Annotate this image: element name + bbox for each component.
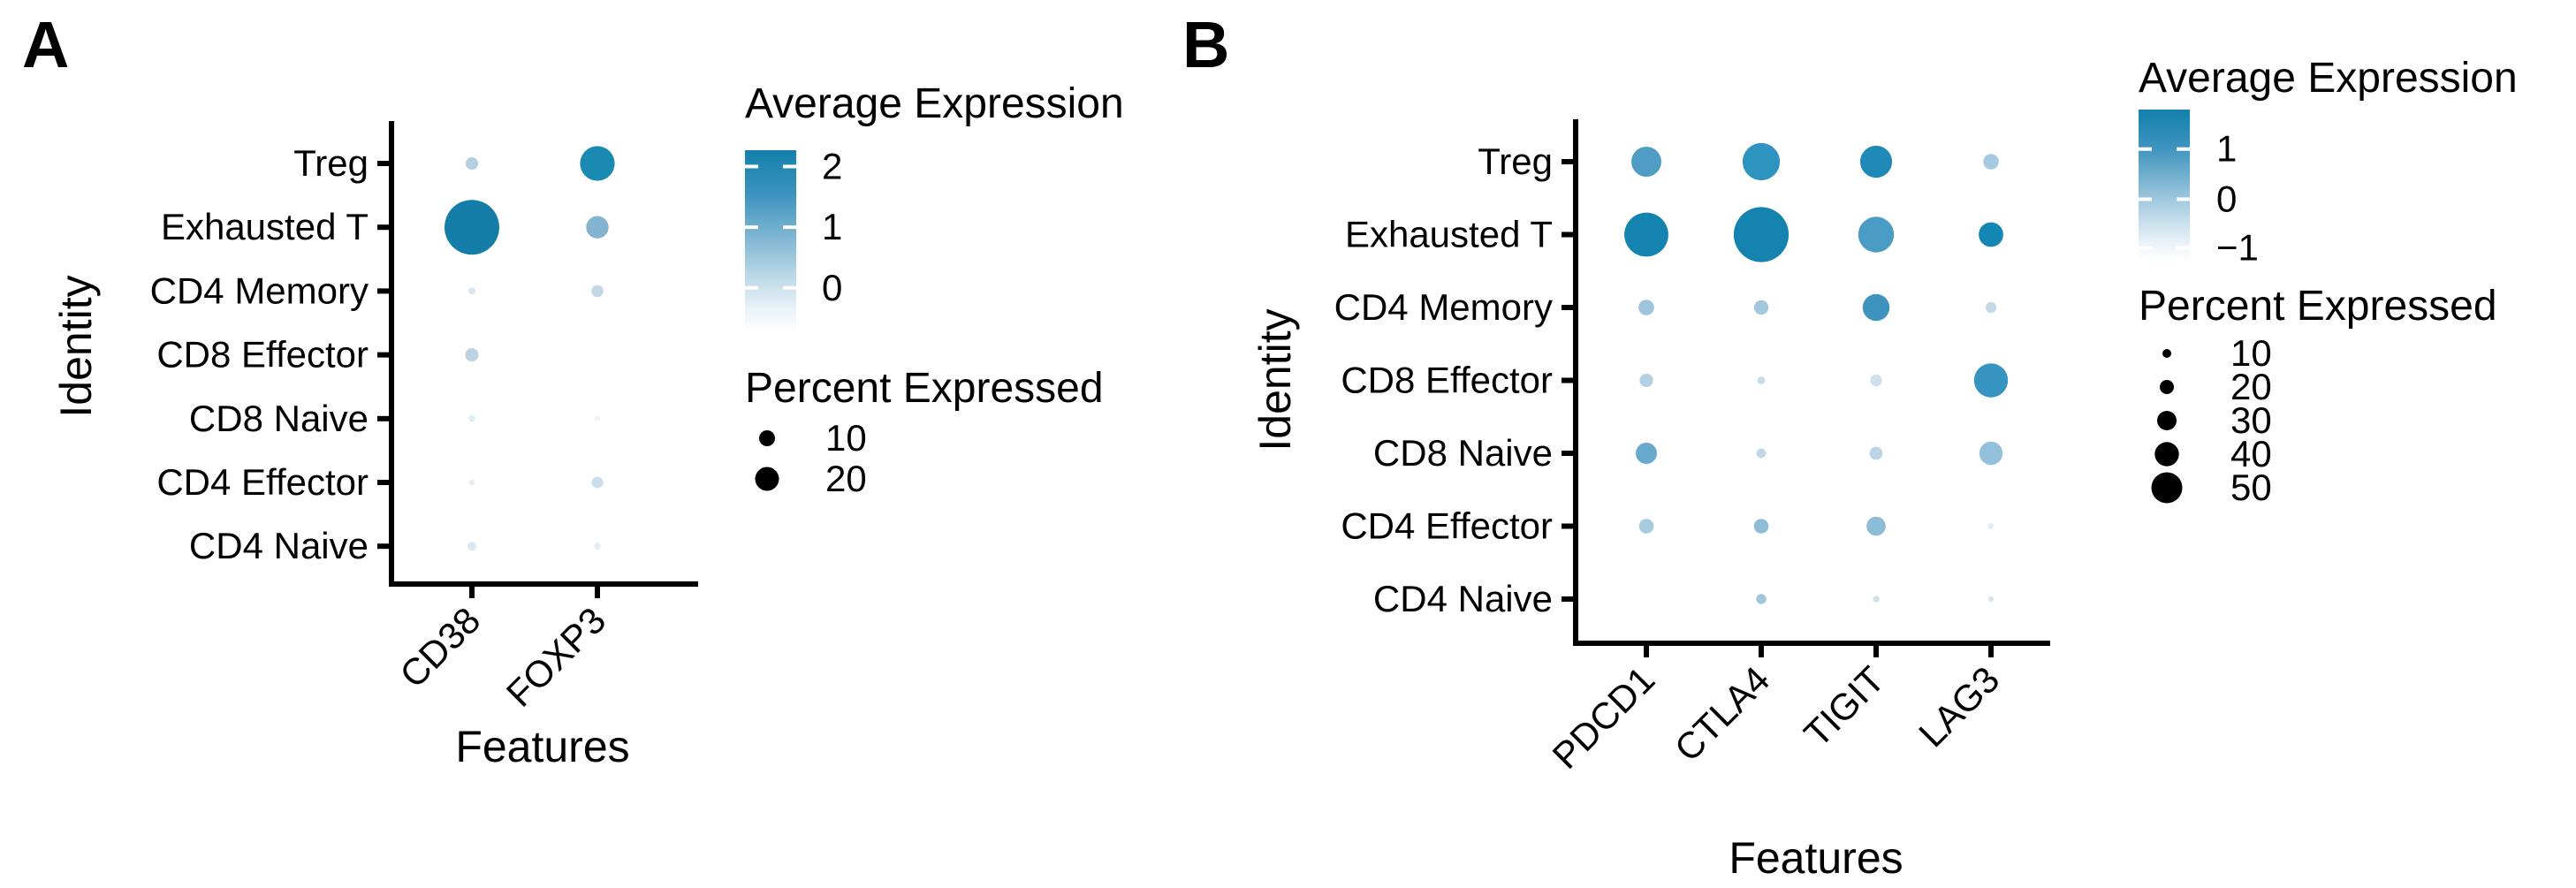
panel-b-dot-LAG3-CD8-Naive [1979, 441, 2003, 466]
panel-a-dot-CD38-CD4-Effector [468, 479, 475, 486]
panel-b-y-tick-label: Exhausted T [1345, 214, 1553, 255]
panel-b-dot-LAG3-CD4-Memory [1985, 301, 1997, 314]
panel-b-dot-CTLA4-Treg [1742, 142, 1781, 181]
panel-a-colorbar-tick-label: 2 [822, 145, 842, 186]
panel-b-dot-CTLA4-CD8-Naive [1756, 448, 1767, 459]
panel-b-x-tick-label: LAG3 [1911, 658, 2007, 755]
panel-b-size-legend-label: 40 [2230, 433, 2272, 474]
panel-a-dot-FOXP3-Exhausted-T [586, 216, 609, 239]
panel-b-size-legend-dot-10 [2162, 349, 2171, 358]
panel-b-y-axis-title: Identity [1250, 308, 1300, 451]
panel-b-dot-TIGIT-CD4-Memory [1862, 293, 1890, 322]
panel-b-dot-LAG3-Treg [1983, 154, 1999, 170]
panel-b-size-legend-label: 10 [2230, 332, 2272, 374]
panel-b-y-tick-label: CD4 Naive [1373, 578, 1553, 619]
panel-b-dot-TIGIT-CD8-Naive [1869, 446, 1883, 460]
panel-a-x-tick-label: CD38 [391, 599, 488, 695]
panel-b-dot-CTLA4-CD4-Effector [1753, 519, 1769, 534]
panel-b-size-legend-label: 50 [2230, 467, 2272, 508]
panel-b-label: B [1182, 8, 1230, 81]
panel-b-dot-LAG3-Exhausted-T [1979, 222, 2003, 247]
panel-a-size-legend-label: 10 [825, 417, 867, 459]
panel-a-y-tick-label: CD4 Effector [156, 461, 369, 503]
panel-b-y-tick-label: CD8 Naive [1373, 432, 1553, 474]
panel-b-x-tick-label: PDCD1 [1544, 658, 1662, 777]
panel-a-x-tick-label: FOXP3 [498, 599, 614, 715]
panel-a-size-legend-title: Percent Expressed [745, 365, 1104, 412]
panel-b-dot-LAG3-CD4-Effector [1987, 523, 1995, 529]
panel-b-axes [1573, 119, 2050, 646]
panel-b-dot-TIGIT-CD4-Naive [1873, 596, 1880, 603]
panel-b-dot-PDCD1-Treg [1631, 147, 1661, 177]
panel-a-dot-FOXP3-CD8-Naive [594, 415, 601, 421]
panel-b-dot-LAG3-CD8-Effector [1973, 363, 2009, 398]
panel-b-colorbar-tick-label: 0 [2216, 178, 2237, 219]
panel-b-dot-CTLA4-Exhausted-T [1733, 207, 1790, 262]
panel-b-dot-PDCD1-CD8-Naive [1636, 443, 1657, 464]
panel-a-y-tick-label: Treg [293, 142, 369, 184]
panel-b-color-legend-title: Average Expression [2139, 55, 2518, 102]
panel-b-y-tick-label: CD4 Effector [1341, 505, 1553, 547]
panel-b-dot-CTLA4-CD8-Effector [1757, 376, 1766, 384]
panel-a-colorbar [745, 150, 796, 331]
panel-b-size-legend-label: 20 [2230, 366, 2272, 407]
panel-a-y-tick-label: CD4 Naive [189, 525, 369, 566]
panel-a-size-legend-dot-10 [759, 430, 775, 446]
panel-a-dot-FOXP3-CD4-Effector [591, 476, 604, 489]
panel-b-size-legend-dot-20 [2160, 380, 2174, 394]
panel-a-axes [389, 121, 698, 587]
panel-b-size-legend-dot-50 [2151, 472, 2183, 504]
panel-b-dot-PDCD1-CD8-Effector [1639, 373, 1653, 388]
panel-b-x-tick-label: TIGIT [1796, 658, 1892, 755]
panel-b-dot-CTLA4-CD4-Memory [1753, 300, 1769, 315]
panel-b-size-legend-dot-40 [2154, 442, 2179, 467]
panel-a-y-tick-label: CD4 Memory [150, 269, 369, 311]
panel-a-colorbar-tick-label: 0 [822, 267, 842, 308]
panel-b-dot-CTLA4-CD4-Naive [1756, 594, 1767, 604]
panel-b-y-tick-label: CD8 Effector [1341, 360, 1553, 401]
panel-a-dot-CD38-CD4-Memory [468, 287, 475, 295]
panel-b-dot-LAG3-CD4-Naive [1987, 596, 1995, 603]
panel-a-dot-FOXP3-CD4-Naive [594, 543, 601, 550]
panel-a-y-axis-title: Identity [51, 275, 101, 417]
panel-a-dot-FOXP3-Treg [580, 146, 615, 181]
panel-b-dot-PDCD1-CD4-Effector [1638, 519, 1654, 534]
panel-a-y-tick-label: CD8 Effector [156, 334, 369, 376]
panel-b-size-legend-title: Percent Expressed [2139, 283, 2497, 330]
panel-a-dot-CD38-CD4-Naive [467, 542, 476, 551]
panel-b-y-tick-label: Treg [1478, 140, 1553, 182]
panel-a-dot-FOXP3-CD4-Memory [591, 285, 604, 298]
panel-a-size-legend-dot-20 [755, 467, 779, 491]
panel-b-x-axis-title: Features [1729, 833, 1903, 883]
panel-b-y-tick-label: CD4 Memory [1334, 286, 1553, 328]
panel-a-x-axis-title: Features [455, 722, 629, 771]
panel-a-color-legend-title: Average Expression [745, 80, 1124, 127]
panel-b-size-legend-label: 30 [2230, 399, 2272, 441]
panel-a-label: A [22, 8, 70, 81]
panel-a-colorbar-tick-label: 1 [822, 206, 842, 247]
panel-b-colorbar [2139, 110, 2190, 262]
panel-b-colorbar-tick-label: −1 [2216, 227, 2259, 269]
panel-b-dot-TIGIT-Exhausted-T [1858, 216, 1895, 253]
panel-a-dot-CD38-Treg [465, 156, 479, 171]
panel-a-y-tick-label: Exhausted T [161, 206, 369, 247]
panel-b-dot-PDCD1-Exhausted-T [1624, 212, 1668, 257]
panel-b-dot-TIGIT-CD4-Effector [1866, 516, 1886, 536]
panel-a-y-tick-label: CD8 Naive [189, 398, 369, 439]
panel-b-dot-TIGIT-CD8-Effector [1870, 374, 1882, 387]
panel-b-dot-PDCD1-CD4-Memory [1638, 300, 1654, 315]
panel-a-dot-CD38-CD8-Naive [468, 414, 475, 422]
panel-a-dot-CD38-CD8-Effector [465, 348, 479, 362]
panel-b-x-tick-label: CTLA4 [1667, 658, 1778, 770]
panel-a-size-legend-label: 20 [825, 458, 867, 499]
panel-b-size-legend-dot-30 [2157, 411, 2177, 430]
panel-b-colorbar-tick-label: 1 [2216, 128, 2237, 170]
panel-a-dot-CD38-Exhausted-T [445, 200, 499, 255]
panel-b-dot-TIGIT-Treg [1859, 145, 1893, 178]
